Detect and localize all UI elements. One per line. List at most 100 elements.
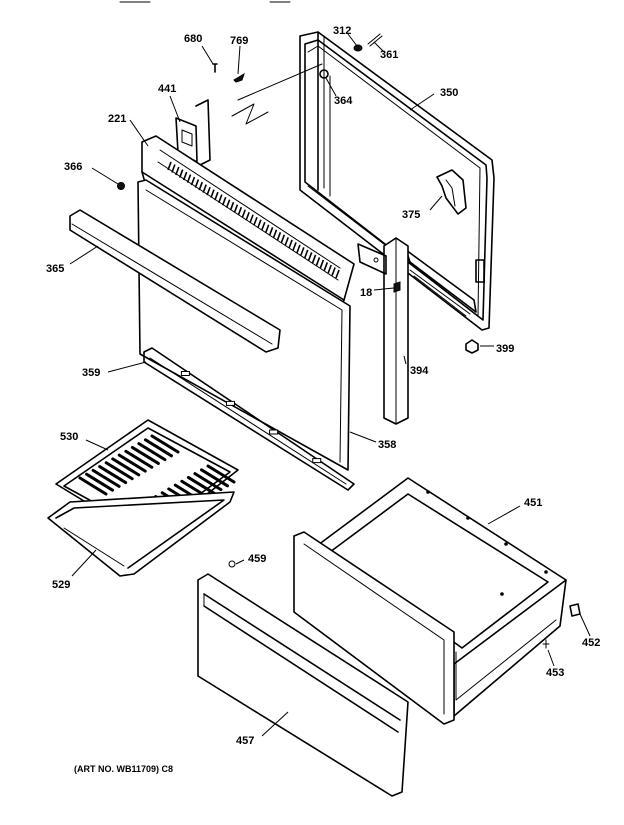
vent-slot — [218, 194, 223, 203]
grid-slot — [91, 468, 121, 488]
vent-slot — [288, 239, 293, 249]
grid-slot — [104, 461, 134, 481]
channel-tab — [180, 371, 190, 376]
small-screws-680-769 — [212, 63, 245, 83]
grid-slot — [85, 472, 115, 492]
drawer-rivet — [466, 516, 470, 520]
vent-slot — [178, 169, 184, 178]
vent-slot — [182, 171, 188, 181]
vent-slot — [233, 204, 239, 213]
vent-slot — [225, 199, 231, 208]
fasteners-top-door — [237, 33, 383, 101]
callout-365: 365 — [46, 263, 64, 275]
grid-slot — [98, 465, 128, 485]
vent-slot — [206, 186, 211, 196]
vent-slot — [221, 196, 227, 206]
callout-18: 18 — [360, 287, 372, 299]
vent-slot — [319, 259, 325, 269]
callout-221: 221 — [108, 113, 126, 125]
vent-slot — [296, 244, 301, 254]
grid-slot — [78, 476, 108, 496]
channel-tab — [269, 429, 279, 435]
callout-359: 359 — [82, 367, 100, 379]
vent-slot — [292, 242, 297, 251]
vent-slot — [171, 164, 176, 173]
vent-slot — [261, 221, 266, 231]
vent-slot — [198, 181, 204, 191]
vent-slot — [331, 267, 336, 276]
vent-slot — [210, 189, 215, 198]
callout-labels: 680 769 312 361 441 364 350 221 366 375 … — [46, 25, 600, 747]
vent-slot — [253, 216, 258, 226]
vent-slot — [186, 174, 192, 183]
callout-769: 769 — [230, 35, 248, 47]
grid-slot — [193, 472, 223, 492]
grid-slot — [137, 442, 167, 462]
vent-slot — [303, 249, 309, 259]
art-number: (ART NO. WB11709) C8 — [74, 764, 173, 774]
bracket-375 — [436, 169, 467, 215]
vent-slot — [276, 232, 282, 241]
vent-slot — [167, 161, 172, 171]
vent-slot — [284, 237, 289, 246]
broiler-pan-529 — [47, 491, 235, 577]
vent-slot — [237, 206, 243, 216]
callout-459: 459 — [248, 553, 266, 565]
drawer-rivet — [504, 542, 508, 546]
callout-452: 452 — [582, 637, 600, 649]
vent-slot — [300, 247, 305, 256]
callout-680: 680 — [184, 33, 202, 45]
drawer-rivet — [426, 490, 430, 494]
vent-slots — [167, 161, 340, 279]
bottom-channel-tabs — [180, 371, 322, 464]
drawer-rivet — [544, 570, 548, 574]
vent-slot — [245, 211, 250, 221]
grid-slot — [124, 449, 154, 469]
vent-slot — [307, 252, 313, 261]
vent-slot — [272, 229, 278, 239]
channel-tab — [312, 458, 322, 464]
vent-slot — [280, 234, 286, 244]
callout-451: 451 — [524, 497, 542, 509]
vent-slot — [241, 209, 246, 219]
break-line — [231, 103, 269, 125]
callout-394: 394 — [410, 365, 429, 377]
callout-350: 350 — [440, 87, 458, 99]
vent-slot — [323, 262, 329, 271]
grid-slot — [117, 453, 147, 473]
vent-slot — [311, 254, 317, 264]
callout-358: 358 — [378, 439, 396, 451]
callout-453: 453 — [546, 667, 564, 679]
drawer-front-457 — [197, 573, 409, 797]
drawer-side-panel — [293, 531, 455, 725]
vent-slot — [249, 214, 254, 224]
callout-441: 441 — [158, 83, 176, 95]
callout-399: 399 — [496, 343, 514, 355]
vent-slot — [327, 264, 332, 274]
vent-slot — [190, 176, 196, 186]
grid-slot — [186, 475, 216, 495]
vent-slot — [175, 166, 180, 176]
drawer-rivet — [500, 592, 504, 596]
channel-tab — [225, 400, 235, 406]
grid-slot — [150, 434, 180, 454]
vent-slot — [202, 184, 207, 193]
door-handle-365 — [69, 209, 281, 353]
callout-364: 364 — [334, 95, 353, 107]
callout-366: 366 — [64, 161, 82, 173]
grid-slot — [206, 464, 236, 484]
callout-375: 375 — [402, 209, 420, 221]
vent-slot — [214, 191, 219, 201]
grid-slot — [143, 438, 173, 458]
grid-slot — [111, 457, 141, 477]
callout-457: 457 — [236, 735, 254, 747]
callout-530: 530 — [60, 431, 78, 443]
grid-slot — [130, 445, 160, 465]
hinge-channel-394 — [357, 237, 409, 425]
vent-slot — [229, 201, 235, 211]
callout-529: 529 — [52, 579, 70, 591]
callout-312: 312 — [333, 25, 351, 37]
washer-366 — [117, 182, 125, 190]
vent-slot — [268, 227, 274, 236]
